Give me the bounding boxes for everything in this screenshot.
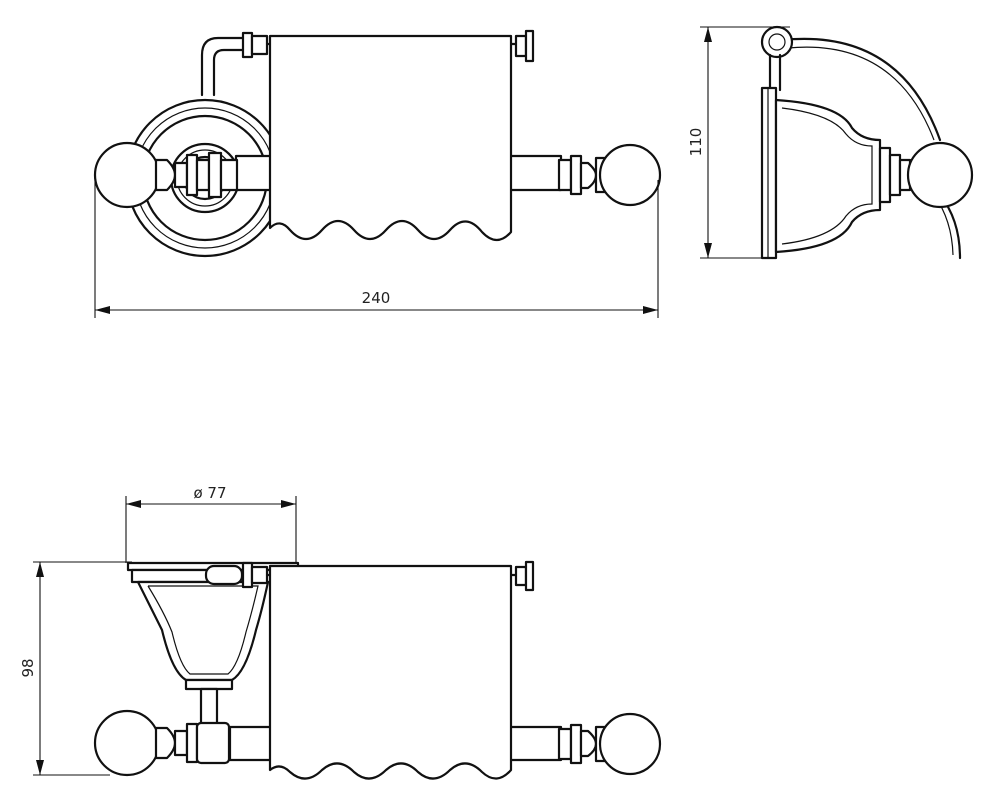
top-view: ø 77 98 [19,484,662,780]
depth-dimension: 98 [19,561,132,776]
diameter-dimension: ø 77 [125,484,297,563]
diameter-label: ø 77 [193,484,226,502]
height-dimension: 110 [687,26,790,259]
depth-label: 98 [19,658,37,677]
side-wall-plate [760,86,778,260]
height-label: 110 [687,128,705,157]
side-top-arm [760,25,794,92]
width-dimension: 240 [94,180,659,318]
front-left-knob [93,141,239,209]
front-right-knob [557,143,662,207]
front-view: 240 [93,29,662,318]
top-left-knob [93,709,231,777]
side-bell-base [774,98,882,254]
width-label: 240 [362,289,391,307]
front-cover-flap [268,34,513,242]
side-view: 110 [687,25,974,260]
top-right-knob [557,712,662,776]
top-stem [184,678,234,727]
top-cover-flap [268,564,513,780]
side-knob [878,141,974,209]
